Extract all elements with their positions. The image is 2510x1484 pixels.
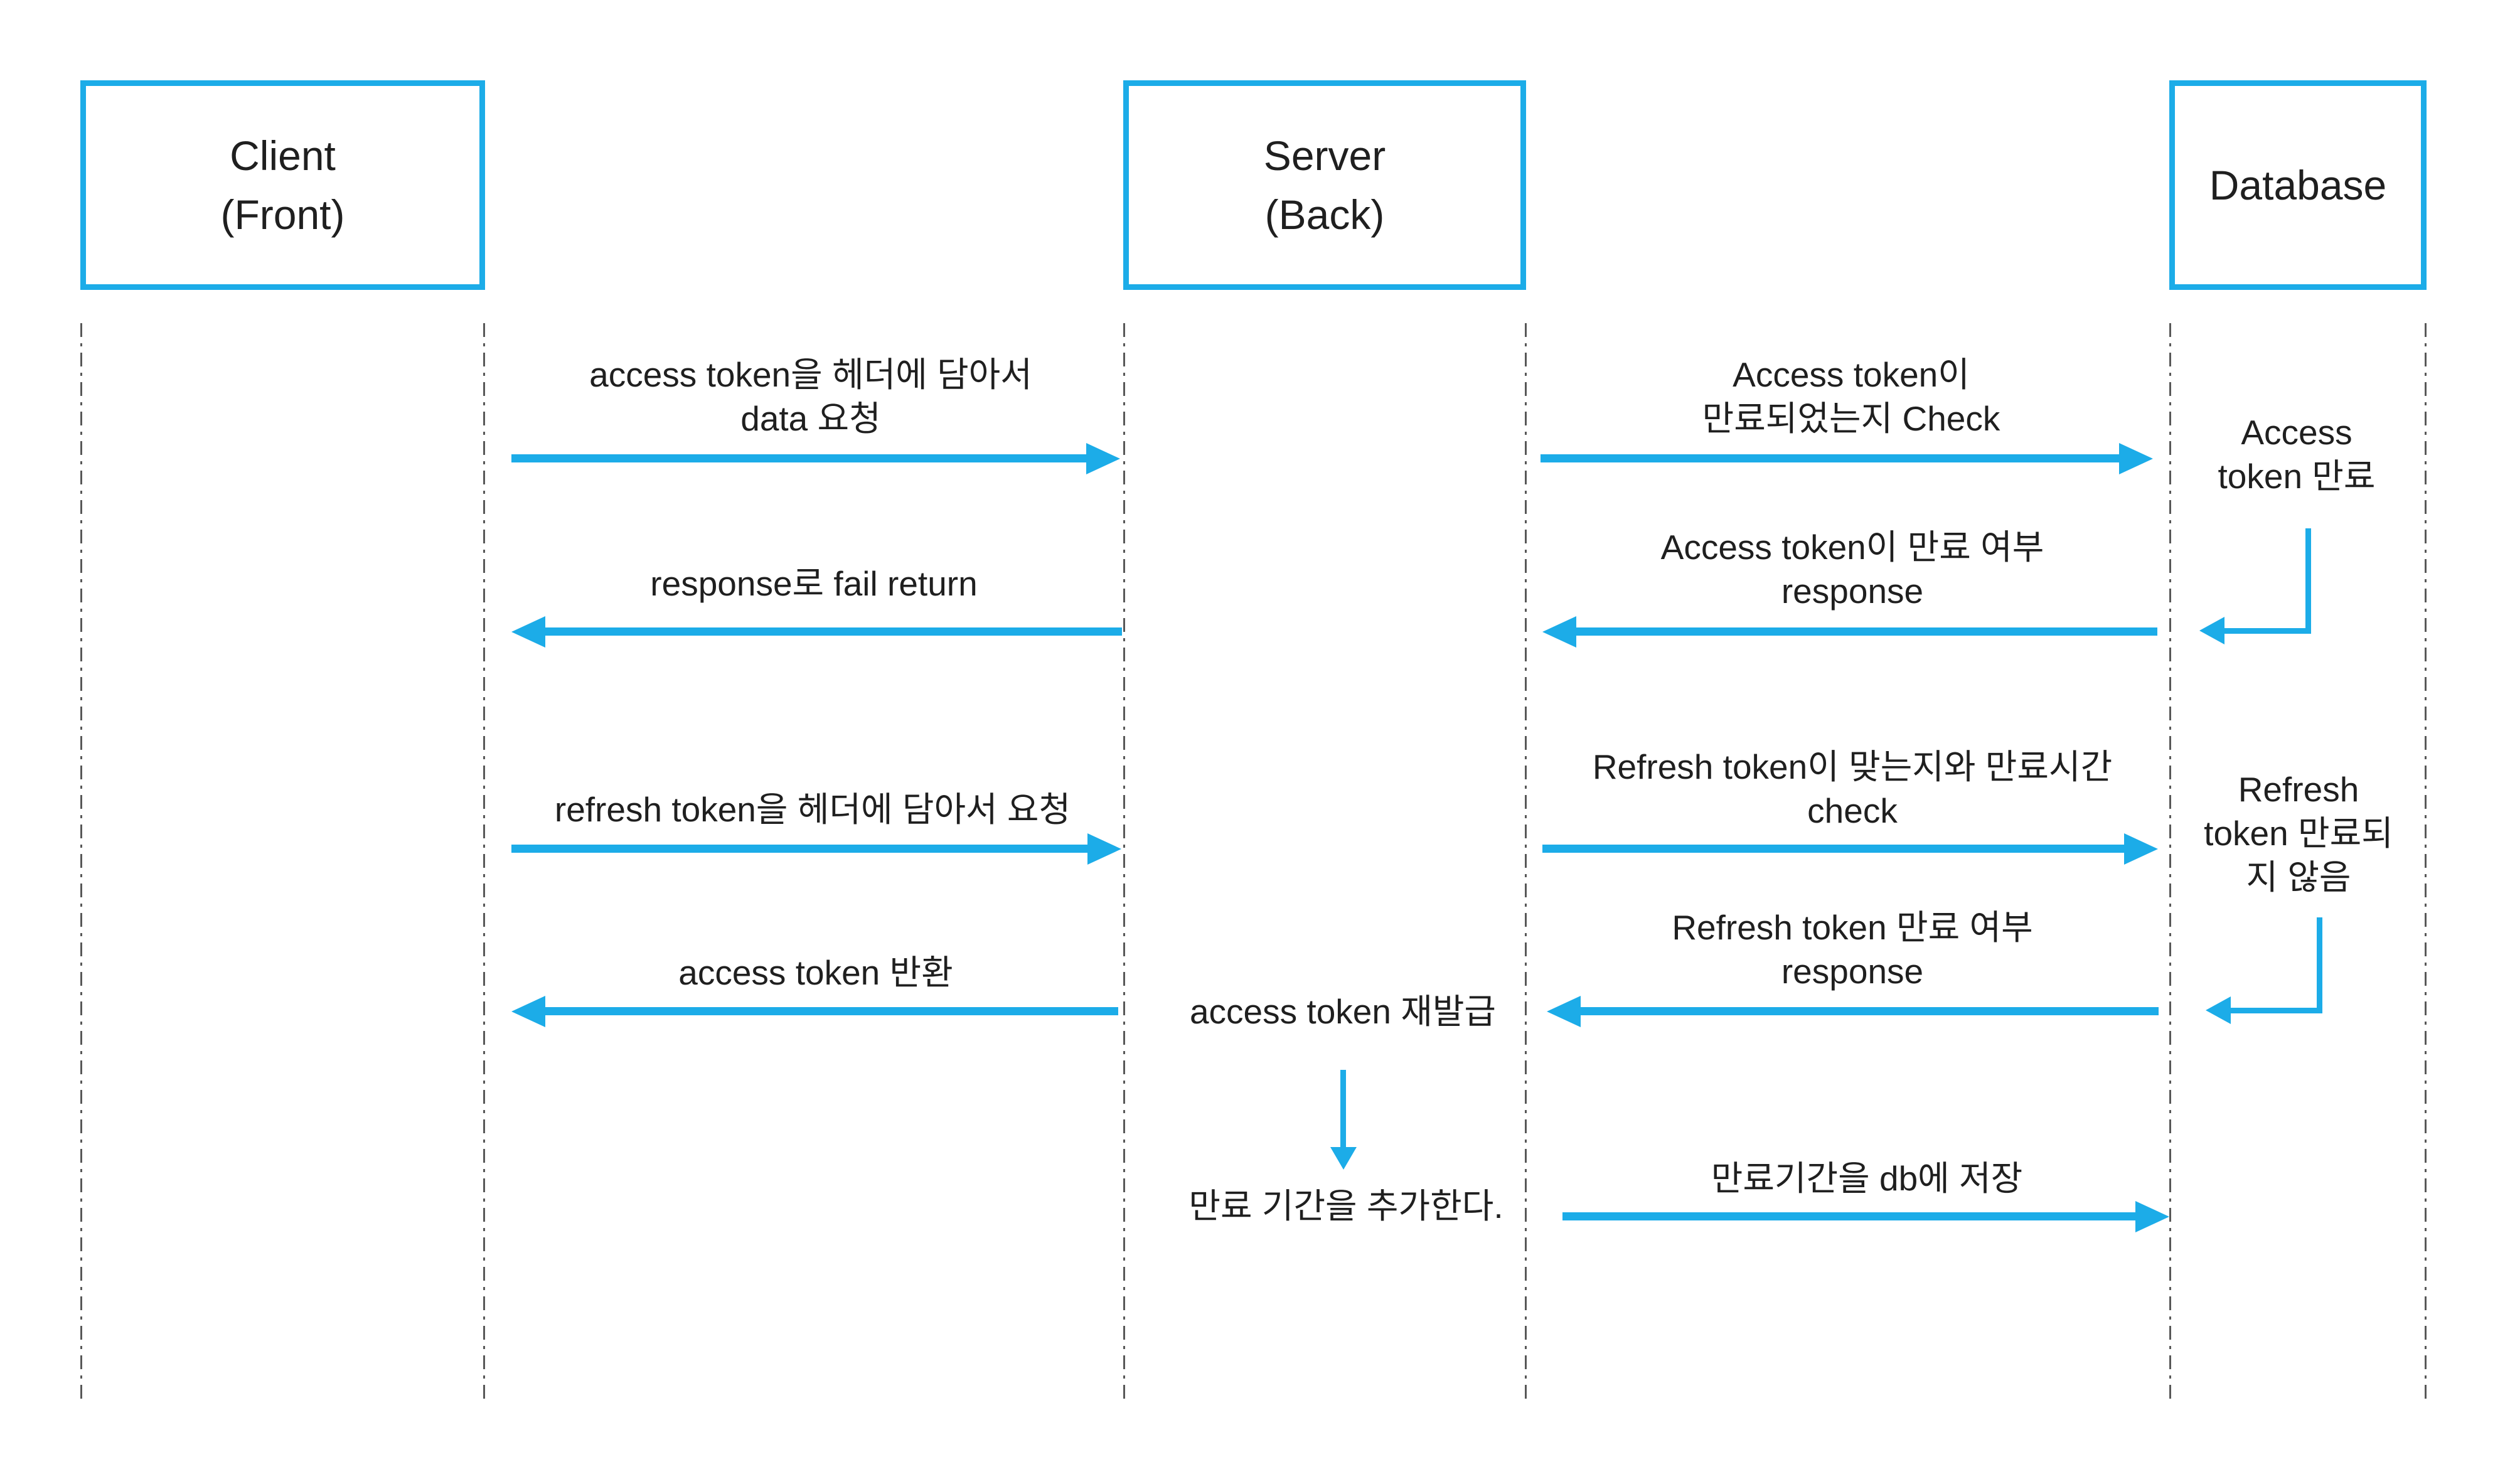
arrow-save-expiry-to-db [1562,1212,2136,1220]
message-label-access-expire-response: Access token이 만료 여부 response [1660,528,2044,611]
message-label-access-token-return: access token 반환 [678,953,953,992]
arrow-access-token-request [511,454,1087,462]
arrow-refresh-expire-response [1580,1007,2159,1015]
actor-label-client-line2: (Front) [220,191,345,238]
arrow-refresh-token-request [511,845,1088,853]
note-refresh-token-not-expired: Refresh token 만료되 지 않음 [2204,770,2393,897]
arrow-access-token-return [545,1007,1118,1015]
lifeline-database-left [2169,323,2171,1401]
actor-box-database: Database [2169,80,2427,290]
arrow-access-token-check [1541,454,2120,462]
note-add-expiry-period: 만료 기간을 추가한다. [1188,1187,1503,1225]
arrow-fail-return [545,627,1122,636]
actor-box-server: Server (Back) [1123,80,1526,290]
actor-box-client: Client (Front) [80,80,485,290]
elbow-arrow-refresh-not-expired-vertical [2317,917,2322,1012]
elbow-arrow-refresh-not-expired-horizontal [2231,1008,2322,1013]
arrow-access-expire-response [1576,627,2157,636]
elbow-arrow-access-expired-vertical [2305,528,2311,633]
elbow-arrow-access-expired-head [2199,617,2224,644]
elbow-arrow-access-expired-horizontal [2224,628,2311,634]
note-access-token-reissue: access token 재발급 [1189,992,1497,1031]
note-access-token-expired: Access token 만료 [2218,413,2376,496]
message-label-access-token-check: Access token이 만료되었는지 Check [1702,355,2000,438]
message-label-save-expiry-to-db: 만료기간을 db에 저장 [1711,1159,2023,1198]
message-label-refresh-expire-response: Refresh token 만료 여부 response [1672,908,2033,991]
actor-label-server-line1: Server [1263,132,1386,179]
message-label-refresh-token-request: refresh token을 헤더에 담아서 요청 [554,790,1071,829]
message-label-refresh-token-check: Refresh token이 맞는지와 만료시간 check [1592,747,2113,830]
elbow-arrow-refresh-not-expired-head [2206,996,2231,1024]
lifeline-client-left [80,323,82,1401]
actor-label-client-line1: Client [230,132,336,179]
message-label-access-token-request: access token을 헤더에 담아서 data 요청 [589,355,1032,438]
lifeline-database-right [2425,323,2427,1401]
lifeline-server-right [1525,323,1527,1401]
arrow-refresh-token-check [1542,845,2125,853]
down-arrow-reissue-head [1330,1147,1357,1170]
down-arrow-reissue-shaft [1340,1070,1346,1148]
lifeline-client-right [483,323,485,1401]
message-label-fail-return: response로 fail return [650,564,978,603]
actor-label-server-line2: (Back) [1264,191,1385,238]
lifeline-server-left [1123,323,1125,1401]
actor-label-database: Database [2209,162,2387,208]
